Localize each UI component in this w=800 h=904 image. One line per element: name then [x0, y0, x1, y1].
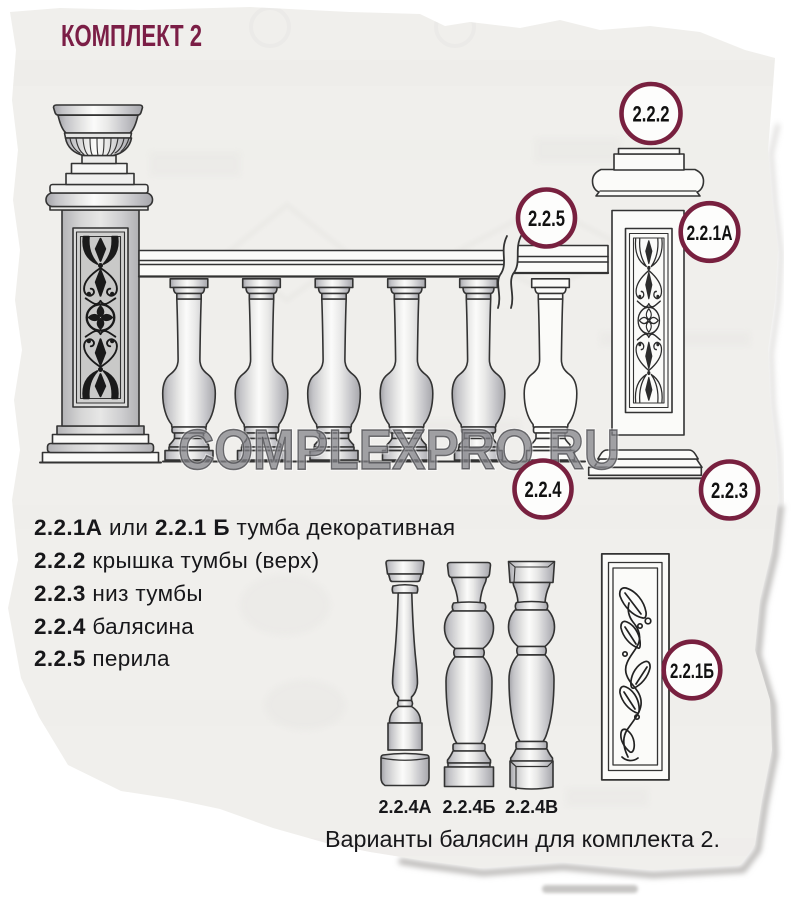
svg-text:2.2.4А: 2.2.4А	[378, 797, 431, 817]
svg-text:2.2.3: 2.2.3	[711, 478, 748, 503]
svg-text:2.2.3 низ тумбы: 2.2.3 низ тумбы	[34, 581, 203, 606]
svg-text:2.2.4: 2.2.4	[525, 477, 563, 502]
svg-text:2.2.1А: 2.2.1А	[687, 221, 733, 245]
svg-text:Варианты балясин для комплекта: Варианты балясин для комплекта 2.	[325, 826, 720, 852]
svg-text:2.2.4В: 2.2.4В	[505, 797, 558, 817]
svg-text:2.2.1Б: 2.2.1Б	[670, 659, 714, 683]
svg-text:2.2.4 балясина: 2.2.4 балясина	[34, 614, 194, 639]
svg-text:КОМПЛЕКТ 2: КОМПЛЕКТ 2	[61, 19, 202, 53]
svg-text:2.2.5 перила: 2.2.5 перила	[34, 646, 170, 671]
svg-text:2.2.2: 2.2.2	[633, 102, 670, 127]
svg-text:2.2.5: 2.2.5	[528, 206, 565, 231]
svg-text:2.2.4Б: 2.2.4Б	[443, 797, 496, 817]
svg-text:2.2.1А или 2.2.1 Б тумба декор: 2.2.1А или 2.2.1 Б тумба декоративная	[34, 515, 455, 540]
svg-text:2.2.2 крышка тумбы (верх): 2.2.2 крышка тумбы (верх)	[34, 548, 320, 573]
